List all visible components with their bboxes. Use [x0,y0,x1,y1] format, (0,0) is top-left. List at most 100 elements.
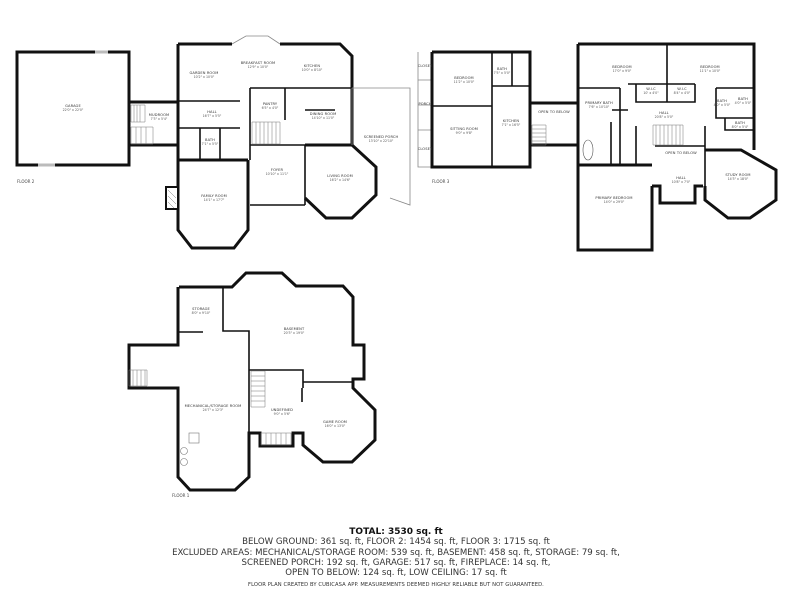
room-dimensions: 16'2" x 14'6" [330,178,351,182]
room-label: DINING ROOM [310,112,337,116]
room-label: GARAGE [65,104,81,108]
room-label: MUDROOM [149,113,169,117]
room-label: STUDY ROOM [725,173,750,177]
room-dimensions: 24'7" x 12'3" [203,408,224,412]
room-dimensions: 7'1" x 16'5" [502,123,521,127]
room-dimensions: 8'0" x 5'4" [732,125,749,129]
garage-walls [15,50,131,167]
floor-3-label: FLOOR 3 [432,179,450,184]
room-dimensions: 10'10" x 11'1" [266,172,289,176]
room-dimensions: 9'0" x 5'6" [274,412,291,416]
room-label: SITTING ROOM [450,127,478,131]
room-label: PANTRY [263,102,278,106]
room-dimensions: 8'4" x 4'0" [674,91,691,95]
room-dimensions: 4'0" x 5'0" [735,101,752,105]
room-label: OPEN TO BELOW [538,110,570,114]
room-label: BEDROOM [612,65,631,69]
excluded-areas-cont-2: OPEN TO BELOW: 124 sq. ft, LOW CEILING: … [285,568,507,579]
room-dimensions: 20'8" x 5'0" [655,115,674,119]
room-label: SCREENED PORCH [364,135,399,139]
room-dimensions: 9'0" x 9'8" [456,131,473,135]
central-walls [176,42,354,250]
room-label: PRIMARY BATH [585,101,613,105]
room-dimensions: 10'2" x 10'0" [194,75,215,79]
area-breakdown: BELOW GROUND: 361 sq. ft, FLOOR 2: 1454 … [242,537,550,548]
disclaimer: FLOOR PLAN CREATED BY CUBICASA APP. MEAS… [248,582,544,588]
room-label: GARDEN ROOM [190,71,219,75]
room-label: W.I.C [677,87,687,91]
room-dimensions: 7'1" x 5'5" [202,142,219,146]
room-dimensions: 7'5" x 5'0" [494,71,511,75]
mudroom-walls [129,100,178,147]
room-dimensions: 14'10" x 11'0" [312,116,335,120]
total-area: TOTAL: 3530 sq. ft [349,527,443,537]
floor-1-label: FLOOR 1 [172,493,190,498]
room-label: PRIMARY BEDROOM [595,196,632,200]
room-label: HALL [676,176,686,180]
room-label: BEDROOM [454,76,473,80]
room-dimensions: 10' x 4'0" [643,91,659,95]
room-dimensions: 13'10" x 22'10" [369,139,394,143]
room-dimensions: 17'0" x 9'0" [613,69,632,73]
room-label: HALL [659,111,669,115]
room-dimensions: 6'5" x 4'0" [262,106,279,110]
room-label: BREAKFAST ROOM [241,61,276,65]
room-label: BATH [735,121,745,125]
floor-3-plan: FLOOR 3 CLOSET PORCH CLOSET BEDROOM11'2"… [417,42,778,252]
room-label: BEDROOM [700,65,719,69]
room-label: CLOSET [418,147,433,151]
room-dimensions: 10'8" x 7'0" [672,180,691,184]
room-label: GAME ROOM [323,420,347,424]
room-dimensions: 4'0" x 5'0" [714,103,731,107]
room-label: FAMILY ROOM [201,194,227,198]
excluded-areas-cont: SCREENED PORCH: 192 sq. ft, GARAGE: 517 … [241,557,551,568]
room-label: STORAGE [192,307,210,311]
screened-porch-walls [351,87,411,206]
fireplace [165,186,179,210]
room-label: CLOSET [418,64,433,68]
room-dimensions: 20'3" x 19'0" [284,331,305,335]
room-label: BATH [497,67,507,71]
room-label: KITCHEN [503,119,519,123]
floor-2-label: FLOOR 2 [17,179,35,184]
room-dimensions: 16'7" x 5'5" [203,114,222,118]
room-dimensions: 8'0" x 9'10" [192,311,211,315]
room-label: BATH [205,138,215,142]
floor-1-walls [127,271,377,492]
room-dimensions: 22'0" x 22'0" [63,108,84,112]
room-label: UNDEFINED [271,408,293,412]
room-dimensions: 12'9" x 10'0" [248,65,269,69]
excluded-areas: EXCLUDED AREAS: MECHANICAL/STORAGE ROOM:… [172,547,620,558]
room-label: LIVING ROOM [327,174,353,178]
room-label: BATH [738,97,748,101]
interior-walls [178,87,352,206]
floor-3-left-walls [430,50,532,169]
area-summary: TOTAL: 3530 sq. ft BELOW GROUND: 361 sq.… [0,527,792,578]
room-dimensions: 14'3" x 18'0" [728,177,749,181]
room-label: BASEMENT [284,327,305,331]
room-label: PORCH [418,102,431,106]
room-dimensions: 14'0" x 29'0" [604,200,625,204]
room-dimensions: 10'0" x 8'10" [302,68,323,72]
room-dimensions: 7'6" x 10'10" [589,105,610,109]
room-label: HALL [207,110,217,114]
room-dimensions: 16'0" x 13'0" [325,424,346,428]
room-label: W.I.C [646,87,656,91]
room-dimensions: 14'1" x 17'7" [204,198,225,202]
room-label: KITCHEN [304,64,320,68]
room-label: FOYER [271,168,284,172]
room-label: BATH [717,99,727,103]
room-label: OPEN TO BELOW [665,151,697,155]
study-room-walls [703,148,778,220]
room-label: MECHANICAL/STORAGE ROOM [185,404,242,408]
floor-3-right-walls [576,42,756,252]
room-dimensions: 11'2" x 10'0" [454,80,475,84]
room-dimensions: 7'3" x 5'4" [151,117,168,121]
room-dimensions: 11'1" x 10'0" [700,69,721,73]
